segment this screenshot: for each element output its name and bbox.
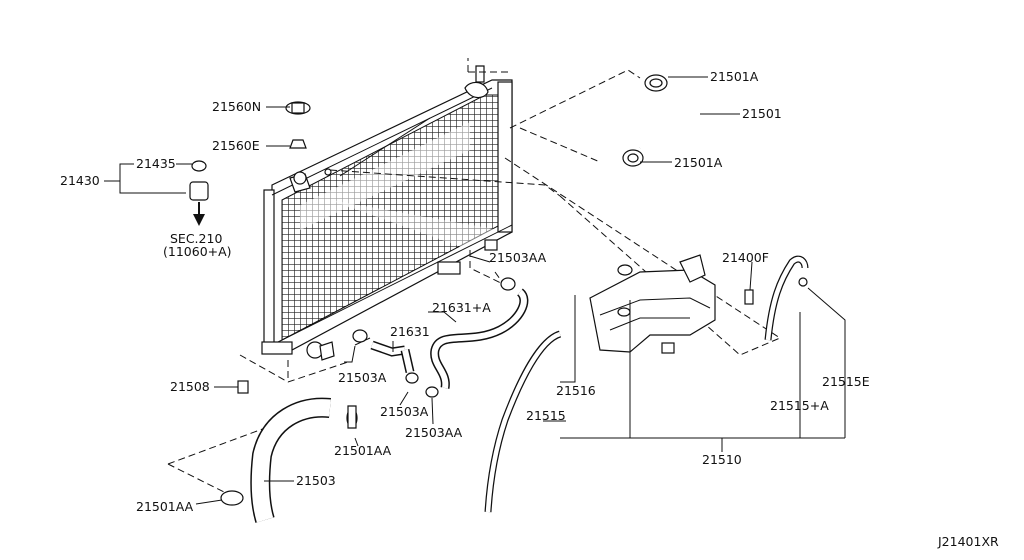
label-21501AA-2: 21501AA xyxy=(136,499,194,514)
label-21503A-2: 21503A xyxy=(380,404,429,419)
diagram-id-code: J21401XR xyxy=(937,534,999,549)
lower-hose-21503 xyxy=(220,397,358,523)
upper-hose-21501 xyxy=(622,74,704,167)
radiator-caps xyxy=(285,101,311,149)
label-21501: 21501 xyxy=(742,106,782,121)
label-21515: 21515 xyxy=(526,408,566,423)
label-sec-ref: SEC.210 xyxy=(170,231,222,246)
drain-cock-assembly xyxy=(189,160,209,226)
label-21510: 21510 xyxy=(702,452,742,467)
label-21503A-1: 21503A xyxy=(338,370,387,385)
label-21631: 21631 xyxy=(390,324,430,339)
label-21631A: 21631+A xyxy=(432,300,491,315)
label-21501A-mid: 21501A xyxy=(674,155,723,170)
radiator xyxy=(261,65,513,361)
small-hoses xyxy=(352,277,529,398)
label-21503: 21503 xyxy=(296,473,336,488)
label-21508: 21508 xyxy=(170,379,210,394)
label-21503AA-top: 21503AA xyxy=(489,250,547,265)
label-21516: 21516 xyxy=(556,383,596,398)
label-21503AA-bot: 21503AA xyxy=(405,425,463,440)
reservoir-tank xyxy=(589,254,754,354)
label-21435: 21435 xyxy=(136,156,176,171)
bolt-21508 xyxy=(237,380,249,394)
part-labels: 21501A 21501 21501A 21560N 21560E 21435 … xyxy=(60,69,999,549)
label-21515A: 21515+A xyxy=(770,398,829,413)
label-sec-sub: (11060+A) xyxy=(163,244,232,259)
overflow-hoses xyxy=(484,255,809,513)
label-21501AA-1: 21501AA xyxy=(334,443,392,458)
label-21501A-top: 21501A xyxy=(710,69,759,84)
label-21430: 21430 xyxy=(60,173,100,188)
label-21515E: 21515E xyxy=(822,374,870,389)
label-21560N: 21560N xyxy=(212,99,261,114)
leader-lines xyxy=(104,76,846,505)
label-21400F: 21400F xyxy=(722,250,769,265)
label-21560E: 21560E xyxy=(212,138,260,153)
